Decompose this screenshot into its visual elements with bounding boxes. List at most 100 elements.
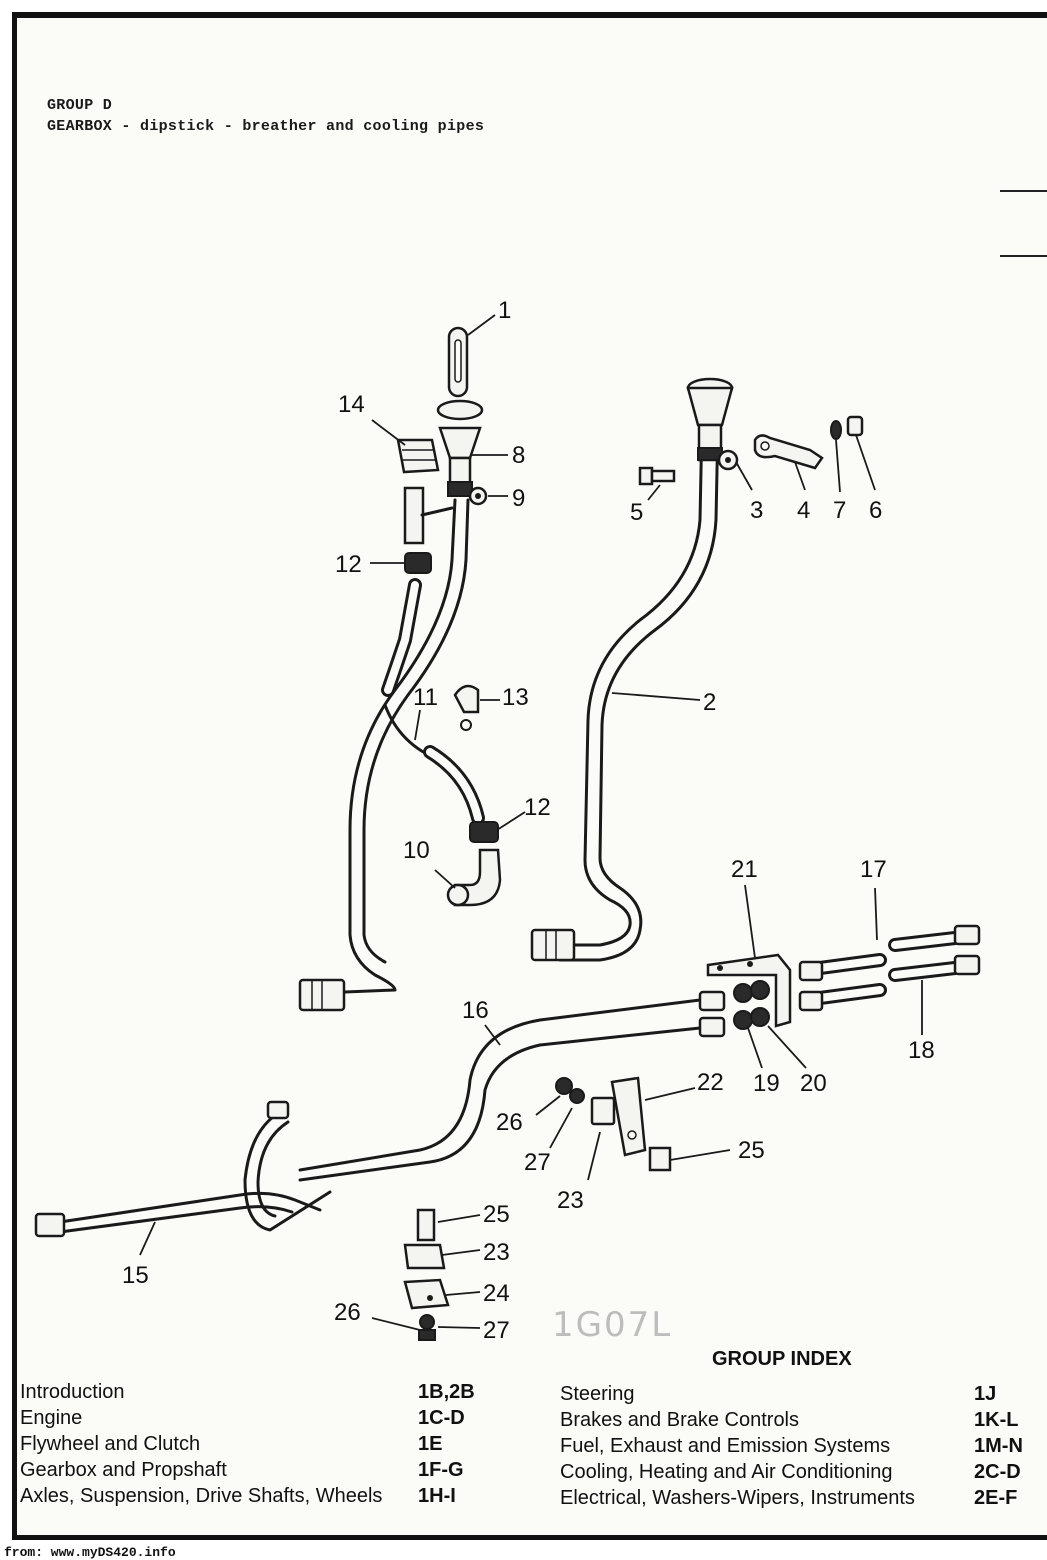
- callout-27-lower: 27: [483, 1317, 510, 1344]
- index-item-code: 1M-N: [974, 1435, 1023, 1457]
- hose-18: [798, 954, 981, 1012]
- callout-19: 19: [753, 1070, 780, 1097]
- callout-4: 4: [797, 497, 810, 524]
- breather-cap-14: [396, 438, 440, 474]
- bracket-21: [706, 953, 792, 1028]
- bolt-25-upper: [648, 1146, 672, 1172]
- dipstick-tube: [318, 498, 470, 995]
- edge-mark: [1000, 255, 1047, 257]
- clamp-22: [610, 1076, 647, 1157]
- nut-6: [846, 415, 864, 437]
- breather-hose: [381, 578, 422, 697]
- cooler-pipe-15: [34, 1100, 332, 1238]
- index-item-code: 1B,2B: [418, 1381, 475, 1403]
- callout-labels: 1 2 3 4 5 6 7 8 9 10 11 12 12 13 14 15 1…: [122, 297, 935, 1344]
- hose-clip-12-lower: [469, 821, 499, 843]
- callout-6: 6: [869, 497, 882, 524]
- nut-26-27-upper: [555, 1077, 585, 1104]
- callout-26-upper: 26: [496, 1109, 523, 1136]
- clip-3: [717, 449, 739, 471]
- callout-18: 18: [908, 1037, 935, 1064]
- index-item[interactable]: Brakes and Brake Controls 1K-L: [560, 1407, 1046, 1433]
- breather-elbow-10: [446, 848, 502, 907]
- index-item-label: Introduction: [20, 1381, 125, 1403]
- leader-lines: [139, 314, 923, 1331]
- callout-25-lower: 25: [483, 1201, 510, 1228]
- edge-mark: [1000, 190, 1047, 192]
- callout-3: 3: [750, 497, 763, 524]
- callout-1: 1: [498, 297, 511, 324]
- group-label: GROUP D: [47, 97, 113, 114]
- callout-10: 10: [403, 837, 430, 864]
- index-item-code: 1E: [418, 1433, 443, 1455]
- cooler-pipe-16: [298, 998, 702, 1182]
- callout-16: 16: [462, 997, 489, 1024]
- clip-9: [468, 486, 488, 506]
- filler-tube: [558, 418, 720, 962]
- index-item-code: 1K-L: [974, 1409, 1019, 1431]
- index-item-code: 2C-D: [974, 1461, 1021, 1483]
- index-item-label: Cooling, Heating and Air Conditioning: [560, 1461, 893, 1483]
- index-item-label: Steering: [560, 1383, 635, 1405]
- group-index-title: GROUP INDEX: [712, 1348, 852, 1370]
- callout-5: 5: [630, 499, 643, 526]
- bracket-4: [753, 434, 824, 470]
- callout-11: 11: [413, 684, 438, 711]
- union-nut-left: [298, 978, 346, 1012]
- olives-19-20: [733, 980, 770, 1030]
- callout-22: 22: [697, 1069, 724, 1096]
- dipstick: [436, 326, 484, 421]
- index-item-label: Brakes and Brake Controls: [560, 1409, 800, 1431]
- dipstick-tube-top: [438, 426, 482, 497]
- callout-24: 24: [483, 1280, 510, 1307]
- index-item-code: 1F-G: [418, 1459, 464, 1481]
- callout-23-upper: 23: [557, 1187, 584, 1214]
- bolt-5: [638, 466, 676, 486]
- page-subtitle: GEARBOX - dipstick - breather and coolin…: [47, 118, 485, 135]
- index-item-code: 1H-I: [418, 1485, 456, 1507]
- index-item[interactable]: Electrical, Washers-Wipers, Instruments …: [560, 1485, 1046, 1511]
- document-page: [12, 12, 1047, 1540]
- pipe-unions-16: [698, 990, 726, 1038]
- index-item-label: Axles, Suspension, Drive Shafts, Wheels: [20, 1485, 383, 1507]
- callout-25-upper: 25: [738, 1137, 765, 1164]
- callout-13: 13: [502, 684, 529, 711]
- callout-17: 17: [860, 856, 887, 883]
- callout-2: 2: [703, 689, 716, 716]
- index-item-label: Gearbox and Propshaft: [20, 1459, 227, 1481]
- index-item-label: Engine: [20, 1407, 83, 1429]
- index-item[interactable]: Flywheel and Clutch 1E: [20, 1431, 500, 1457]
- index-item[interactable]: Gearbox and Propshaft 1F-G: [20, 1457, 500, 1483]
- callout-7: 7: [833, 497, 846, 524]
- clip-stack-lower: [403, 1208, 450, 1341]
- callout-27-upper: 27: [524, 1149, 551, 1176]
- callout-23-lower: 23: [483, 1239, 510, 1266]
- callout-21: 21: [731, 856, 758, 883]
- washer-7: [830, 420, 842, 440]
- filler-neck: [686, 377, 734, 462]
- index-item[interactable]: Steering 1J: [560, 1381, 1046, 1407]
- index-item[interactable]: Axles, Suspension, Drive Shafts, Wheels …: [20, 1483, 500, 1509]
- breather-pipe-11: [383, 703, 485, 825]
- index-item[interactable]: Fuel, Exhaust and Emission Systems 1M-N: [560, 1433, 1046, 1459]
- source-footer: from: www.myDS420.info: [4, 1545, 176, 1560]
- callout-26-lower: 26: [334, 1299, 361, 1326]
- index-item-label: Electrical, Washers-Wipers, Instruments: [560, 1487, 915, 1509]
- clamp-23-upper: [590, 1096, 616, 1126]
- callout-20: 20: [800, 1070, 827, 1097]
- callout-14: 14: [338, 391, 365, 418]
- callout-9: 9: [512, 485, 525, 512]
- index-item-label: Fuel, Exhaust and Emission Systems: [560, 1435, 891, 1457]
- index-item[interactable]: Introduction 1B,2B: [20, 1379, 500, 1405]
- index-item[interactable]: Engine 1C-D: [20, 1405, 500, 1431]
- breather-tee: [403, 486, 454, 545]
- index-item-code: 2E-F: [974, 1487, 1018, 1509]
- callout-8: 8: [512, 442, 525, 469]
- index-item[interactable]: Cooling, Heating and Air Conditioning 2C…: [560, 1459, 1046, 1485]
- index-item-label: Flywheel and Clutch: [20, 1433, 201, 1455]
- index-item-code: 1J: [974, 1383, 997, 1405]
- hose-17: [798, 924, 981, 982]
- clip-13: [453, 684, 480, 731]
- union-nut-right: [530, 928, 576, 962]
